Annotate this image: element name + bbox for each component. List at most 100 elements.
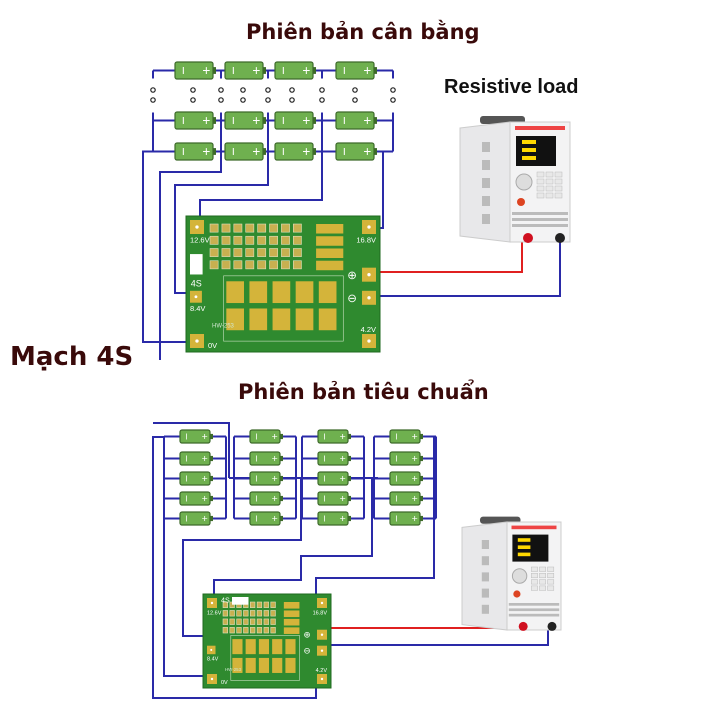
battery-cell: I+ [274, 142, 316, 161]
pad-12v6-hole [210, 601, 214, 605]
mosfet [245, 639, 256, 655]
smd-component [250, 601, 256, 608]
smd-component [209, 223, 219, 233]
battery-negative-label: I [185, 454, 187, 463]
battery-terminal [280, 433, 283, 440]
brand-strip [515, 126, 565, 130]
battery-cell: I+ [317, 429, 351, 444]
smd-component [257, 260, 267, 270]
display-reading [517, 538, 531, 542]
mosfet [272, 639, 283, 655]
label-0v: 0V [221, 680, 228, 686]
label-8v4: 8.4V [207, 657, 219, 663]
battery-terminal [263, 117, 266, 124]
mosfet [318, 308, 337, 331]
battery-cell: I+ [179, 511, 213, 526]
power-button [513, 590, 521, 598]
vent [481, 556, 489, 566]
smd-component [245, 223, 255, 233]
battery-positive-label: + [412, 474, 418, 485]
battery-positive-label: + [202, 432, 208, 443]
battery-negative-label: I [323, 494, 325, 503]
battery-terminal [420, 475, 423, 482]
mosfet [285, 639, 296, 655]
display-reading [517, 545, 531, 549]
battery-negative-label: I [395, 432, 397, 441]
ellipsis-dot [319, 97, 325, 103]
smd-component [243, 610, 249, 617]
label-0v: 0V [208, 341, 217, 350]
load-key [554, 185, 563, 192]
vent [481, 540, 489, 549]
load-key [539, 579, 546, 585]
mosfet [226, 281, 244, 304]
wire [199, 151, 323, 225]
smd-component [233, 235, 243, 245]
smd-component [250, 627, 256, 634]
ellipsis-dot [240, 87, 246, 93]
smd-component [292, 235, 302, 245]
load-key [547, 585, 555, 591]
wire [163, 445, 206, 677]
load-key [547, 566, 555, 572]
bottom-electronic-load [461, 516, 562, 631]
battery-terminal [348, 515, 351, 522]
standard-version-title: Phiên bản tiêu chuẩn [238, 380, 489, 404]
ellipsis-dot [150, 97, 156, 103]
mosfet [249, 281, 268, 304]
vent-slot [508, 608, 560, 612]
load-key [545, 178, 554, 185]
load-key [545, 192, 554, 199]
battery-positive-label: + [202, 144, 210, 159]
battery-positive-label: + [363, 113, 371, 128]
battery-positive-label: + [252, 144, 260, 159]
smd-component [269, 223, 278, 233]
smd-component [229, 618, 235, 625]
battery-terminal [420, 515, 423, 522]
wire [315, 437, 435, 597]
battery-negative-label: I [255, 432, 257, 441]
circuit-name-title: Mạch 4S [10, 342, 134, 372]
label-4v2: 4.2V [316, 668, 328, 674]
label-16v8: 16.8V [356, 236, 376, 245]
mosfet [245, 657, 256, 673]
mosfet [249, 308, 268, 331]
battery-terminal [280, 455, 283, 462]
battery-cell: I+ [317, 511, 351, 526]
mosfet [295, 308, 314, 331]
smd-component [233, 248, 243, 257]
battery-positive-label: + [412, 514, 418, 525]
smd-component [221, 248, 231, 257]
battery-negative-label: I [232, 115, 235, 127]
battery-cell: I+ [174, 142, 216, 161]
battery-positive-label: + [340, 474, 346, 485]
wire [372, 240, 561, 297]
mosfet [272, 657, 283, 673]
battery-negative-label: I [343, 146, 346, 158]
battery-terminal [213, 67, 216, 74]
battery-cell: I+ [179, 429, 213, 444]
ellipsis-dot [352, 87, 358, 93]
smd-component [209, 260, 219, 270]
model-label: HW-253 [212, 324, 235, 330]
battery-negative-label: I [255, 454, 257, 463]
resistor [283, 618, 300, 626]
battery-positive-label: + [412, 432, 418, 443]
battery-terminal [374, 148, 377, 155]
smd-component [263, 627, 269, 634]
resistor [316, 224, 344, 234]
battery-negative-label: I [182, 146, 185, 158]
pad-16v8-hole [320, 601, 324, 605]
mosfet [295, 281, 314, 304]
load-key [547, 579, 555, 585]
battery-cell: I+ [317, 491, 351, 506]
battery-negative-label: I [323, 432, 325, 441]
mosfet-outline [230, 635, 300, 681]
vent [482, 214, 490, 224]
wire [174, 151, 269, 294]
battery-terminal [263, 67, 266, 74]
battery-positive-label: + [202, 63, 210, 78]
battery-cell: I+ [174, 111, 216, 130]
battery-negative-label: I [282, 115, 285, 127]
